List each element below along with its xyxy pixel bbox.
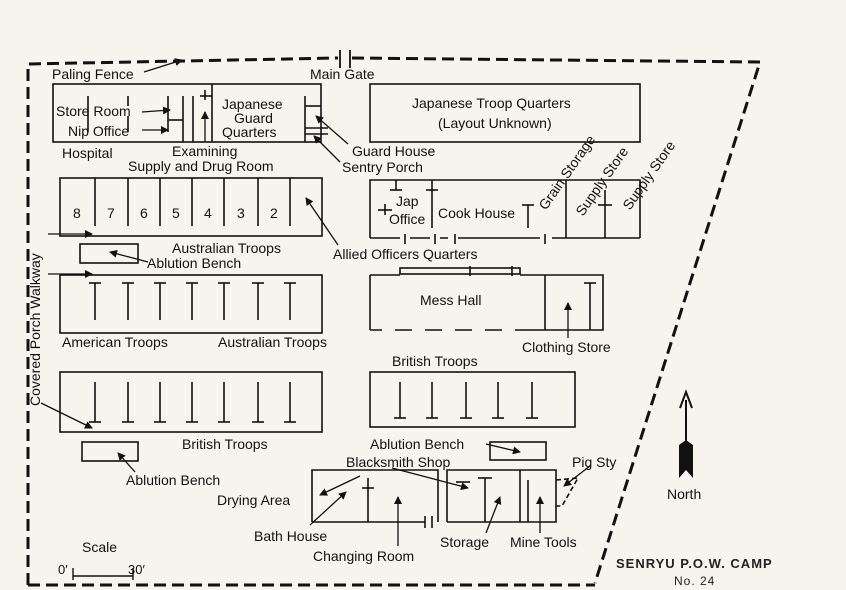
american-troops-label: American Troops bbox=[62, 334, 168, 350]
leader-arrows bbox=[40, 58, 591, 546]
room-number-5: 5 bbox=[172, 205, 180, 221]
paling-fence-label: Paling Fence bbox=[52, 66, 134, 82]
clothing-store-label: Clothing Store bbox=[522, 339, 611, 355]
mess-hall-block bbox=[369, 266, 604, 331]
supply-hut-row bbox=[59, 177, 323, 237]
layout-unknown-label: (Layout Unknown) bbox=[438, 115, 552, 131]
jap-label: Jap bbox=[396, 193, 419, 209]
ablution-bench-label-1: Ablution Bench bbox=[147, 255, 242, 271]
store-room-label: Store Room bbox=[56, 103, 131, 119]
room-number-2: 2 bbox=[270, 205, 278, 221]
japanese-label: Japanese bbox=[222, 96, 283, 112]
scale-bar bbox=[72, 568, 134, 580]
covered-porch-walkway-label: Covered Porch Walkway bbox=[27, 253, 43, 406]
changing-room-label: Changing Room bbox=[313, 548, 415, 564]
scale-start-label: 0′ bbox=[58, 562, 68, 577]
ablution-bench-label-2: Ablution Bench bbox=[126, 472, 221, 488]
ablution-bench-1 bbox=[79, 243, 139, 264]
room-number-4: 4 bbox=[204, 205, 212, 221]
guard-label: Guard bbox=[234, 110, 273, 126]
ablution-bench-label-3: Ablution Bench bbox=[370, 436, 465, 452]
british-troops-label-2: British Troops bbox=[182, 436, 268, 452]
supply-drug-room-label: Supply and Drug Room bbox=[128, 158, 274, 174]
pig-sty-label: Pig Sty bbox=[572, 454, 617, 470]
map-number: No. 24 bbox=[674, 574, 716, 588]
main-gate bbox=[339, 50, 351, 68]
ablution-bench-3 bbox=[489, 441, 547, 461]
japanese-troop-quarters-label: Japanese Troop Quarters bbox=[412, 95, 571, 111]
blacksmith-block bbox=[446, 469, 557, 523]
japanese-troop-quarters bbox=[369, 83, 641, 143]
main-gate-label: Main Gate bbox=[310, 66, 375, 82]
map-title: SENRYU P.O.W. CAMP bbox=[616, 556, 773, 571]
paling-fence bbox=[26, 56, 763, 587]
british-troops-hut-2 bbox=[369, 371, 576, 428]
mine-tools-label: Mine Tools bbox=[510, 534, 577, 550]
guard-house-label: Guard House bbox=[352, 143, 436, 159]
storage-label: Storage bbox=[440, 534, 490, 550]
nip-office-label: Nip Office bbox=[68, 123, 130, 139]
hospital-label: Hospital bbox=[62, 145, 113, 161]
room-number-3: 3 bbox=[237, 205, 245, 221]
cook-house-label: Cook House bbox=[438, 205, 516, 221]
blacksmith-shop-label: Blacksmith Shop bbox=[346, 454, 451, 470]
allied-officers-quarters-label: Allied Officers Quarters bbox=[333, 246, 478, 262]
room-number-6: 6 bbox=[140, 205, 148, 221]
hospital-block bbox=[52, 83, 328, 143]
british-troops-label-1: British Troops bbox=[392, 353, 478, 369]
drying-area-label: Drying Area bbox=[217, 492, 291, 508]
australian-troops-label-2: Australian Troops bbox=[218, 334, 327, 350]
scale-end-label: 30′ bbox=[128, 562, 145, 577]
ablution-bench-2 bbox=[81, 441, 139, 462]
australian-troops-label-1: Australian Troops bbox=[172, 240, 281, 256]
scale-label: Scale bbox=[82, 539, 118, 555]
bath-house-block bbox=[311, 469, 439, 528]
room-number-7: 7 bbox=[107, 205, 115, 221]
cook-house-block bbox=[369, 179, 641, 244]
british-troops-hut-1 bbox=[59, 371, 323, 433]
american-australian-hut bbox=[59, 274, 323, 334]
north-arrow-icon bbox=[679, 389, 693, 478]
pig-sty bbox=[555, 477, 580, 507]
examining-label: Examining bbox=[172, 143, 238, 159]
office-label: Office bbox=[389, 211, 426, 227]
bath-house-label: Bath House bbox=[254, 528, 328, 544]
sentry-porch-label: Sentry Porch bbox=[342, 159, 423, 175]
room-number-8: 8 bbox=[73, 205, 81, 221]
mess-hall-label: Mess Hall bbox=[420, 292, 482, 308]
quarters-label: Quarters bbox=[222, 124, 277, 140]
north-label: North bbox=[667, 486, 702, 502]
